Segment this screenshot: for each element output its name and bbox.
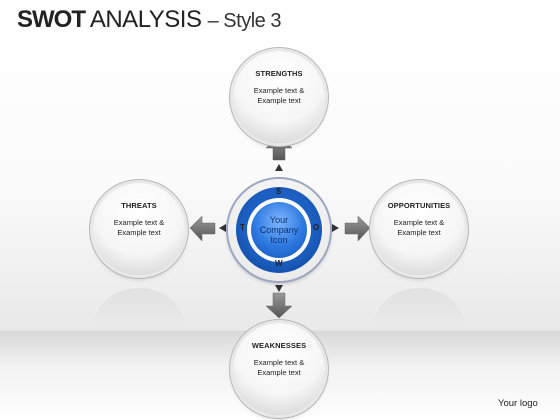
opportunities-heading: OPPORTUNITIES	[387, 201, 451, 210]
title-style: – Style 3	[207, 10, 282, 32]
company-icon-text: Your Company Icon	[259, 215, 299, 245]
pointer-left-icon	[219, 224, 226, 232]
pointer-down-icon	[275, 285, 283, 292]
company-icon-placeholder: Your Company Icon	[251, 202, 307, 258]
title-light: ANALYSIS	[89, 6, 202, 33]
arrow-left-icon	[189, 215, 216, 242]
letter-w: W	[275, 259, 283, 268]
threats-text: Example text & Example text	[113, 218, 165, 237]
opportunities-node: OPPORTUNITIES Example text & Example tex…	[373, 183, 465, 275]
arrow-right-icon	[344, 215, 371, 242]
pointer-up-icon	[275, 164, 283, 171]
strengths-text: Example text & Example text	[253, 86, 305, 105]
opportunities-text: Example text & Example text	[393, 218, 445, 237]
title-bold: SWOT	[17, 6, 86, 33]
weaknesses-node: WEAKNESSES Example text & Example text	[233, 323, 325, 415]
logo-placeholder: Your logo	[498, 398, 538, 409]
pointer-right-icon	[332, 224, 339, 232]
page-title: SWOT ANALYSIS – Style 3	[17, 6, 281, 34]
strengths-heading: STRENGTHS	[255, 69, 303, 78]
arrow-down-icon	[265, 292, 293, 319]
letter-o: O	[313, 223, 320, 232]
threats-heading: THREATS	[121, 201, 157, 210]
threats-node: THREATS Example text & Example text	[93, 183, 185, 275]
strengths-node: STRENGTHS Example text & Example text	[233, 51, 325, 143]
letter-t: T	[240, 223, 245, 232]
weaknesses-text: Example text & Example text	[253, 358, 305, 377]
weaknesses-heading: WEAKNESSES	[251, 341, 307, 350]
letter-s: S	[276, 187, 282, 196]
